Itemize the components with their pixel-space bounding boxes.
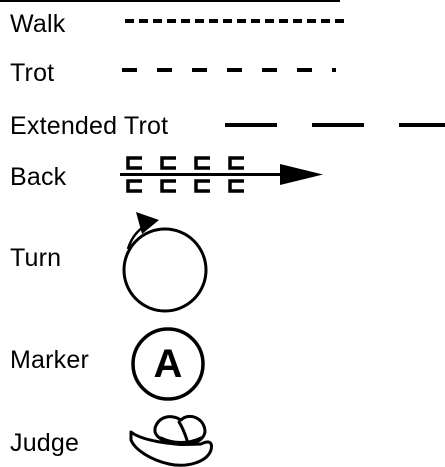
marker-label: Marker	[10, 346, 89, 374]
extended-trot-label: Extended Trot	[10, 112, 169, 140]
marker-circle-icon: A	[131, 327, 205, 401]
trot-label: Trot	[10, 59, 55, 87]
walk-label: Walk	[10, 10, 66, 38]
trot-line-icon	[122, 68, 336, 72]
cowboy-hat-icon	[129, 415, 213, 467]
turn-circle-icon	[122, 212, 208, 313]
turn-label: Turn	[10, 244, 62, 272]
back-label: Back	[10, 163, 67, 191]
back-arrow-icon	[120, 156, 323, 193]
top-rule	[0, 0, 340, 2]
extended-trot-line-icon	[225, 123, 445, 127]
judge-label: Judge	[10, 429, 80, 457]
marker-letter: A	[154, 342, 183, 386]
walk-line-icon	[125, 19, 346, 23]
